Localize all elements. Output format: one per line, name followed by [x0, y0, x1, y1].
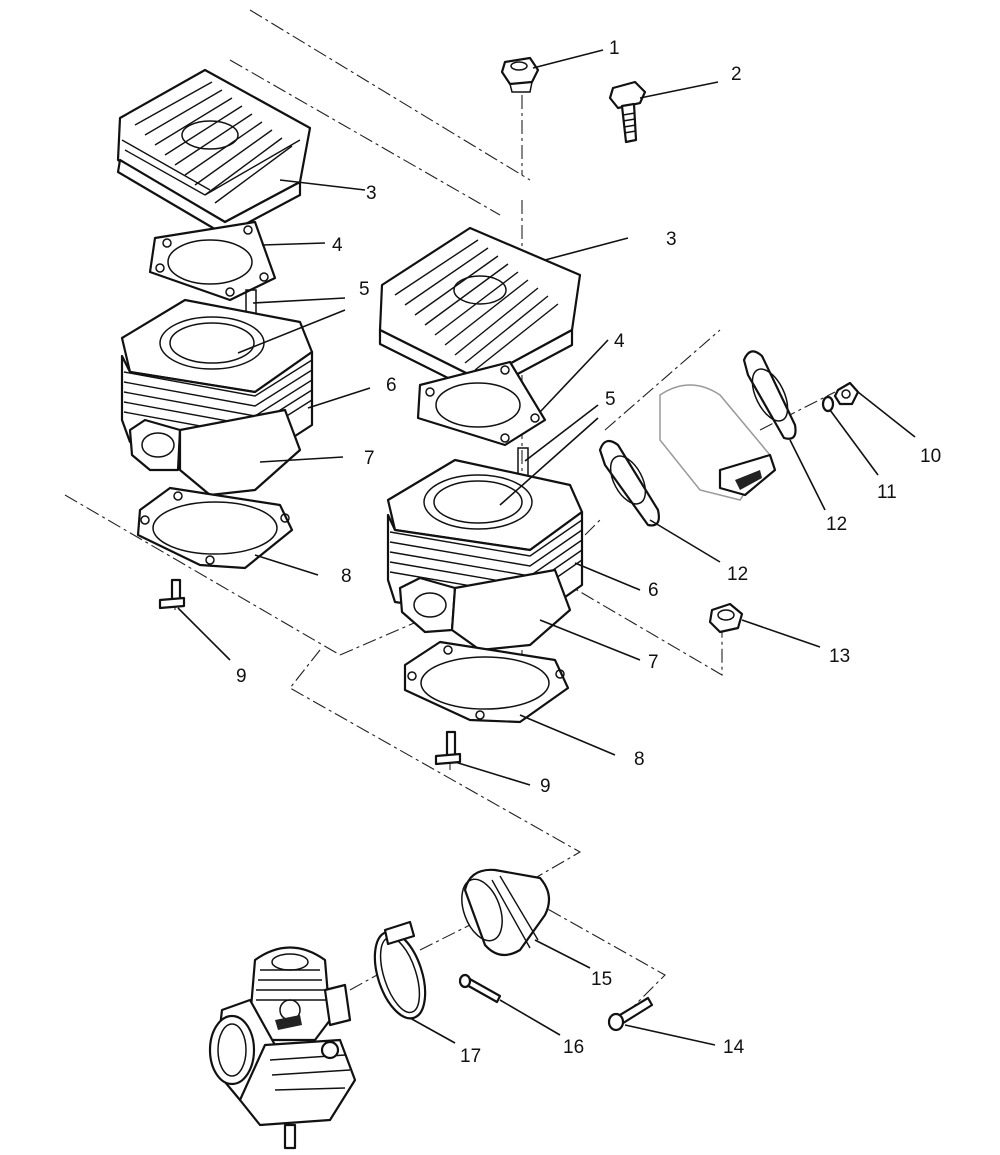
callout-7-left: 7 [364, 448, 375, 469]
callout-9-left: 9 [236, 666, 247, 687]
fitting-left [158, 578, 186, 610]
hose-clamp [373, 920, 427, 1020]
callout-7-right: 7 [648, 652, 659, 673]
callout-3-right: 3 [666, 229, 677, 250]
callout-2: 2 [731, 64, 742, 85]
callout-12-right: 12 [826, 514, 847, 535]
callout-12-center: 12 [727, 564, 748, 585]
callout-9-right: 9 [540, 776, 551, 797]
callout-4-left: 4 [332, 235, 343, 256]
intake-boot [461, 868, 551, 957]
callout-15: 15 [591, 969, 612, 990]
base-gasket-right [403, 640, 570, 724]
washer-part-11 [821, 395, 835, 413]
exhaust-manifold [659, 384, 777, 501]
callout-8-left: 8 [341, 566, 352, 587]
callout-13: 13 [829, 646, 850, 667]
nut-part-1 [500, 56, 540, 93]
head-gasket-left [148, 220, 277, 302]
callout-3-left: 3 [366, 183, 377, 204]
callout-5-left: 5 [359, 279, 370, 300]
nut-part-10 [833, 381, 860, 406]
callout-6-left: 6 [386, 375, 397, 396]
screw-part-14 [607, 996, 654, 1032]
callout-17: 17 [460, 1046, 481, 1067]
callout-16: 16 [563, 1037, 584, 1058]
callout-11: 11 [877, 482, 897, 503]
screw-part-16 [458, 973, 502, 1004]
cylinder-left [120, 289, 314, 497]
base-gasket-left [136, 486, 294, 570]
fitting-right [434, 730, 462, 766]
nut-part-13 [708, 602, 744, 634]
carburetor [208, 946, 357, 1150]
cylinder-right [386, 447, 584, 652]
head-gasket-right [416, 360, 547, 447]
callout-numbers: 1 2 3 3 4 4 5 5 6 6 7 7 8 8 9 9 10 11 12… [236, 38, 941, 1067]
leader-lines [177, 49, 916, 1046]
callout-14: 14 [723, 1037, 745, 1058]
callout-5-right: 5 [605, 389, 616, 410]
callout-4-right: 4 [614, 331, 625, 352]
callout-1: 1 [609, 38, 620, 59]
exhaust-gasket-center [598, 439, 660, 527]
callout-10: 10 [920, 446, 941, 467]
callout-8-right: 8 [634, 749, 645, 770]
bolt-part-2 [608, 80, 647, 144]
exhaust-gasket-right [742, 350, 797, 440]
callout-6-right: 6 [648, 580, 659, 601]
cylinder-head-left [116, 68, 312, 237]
